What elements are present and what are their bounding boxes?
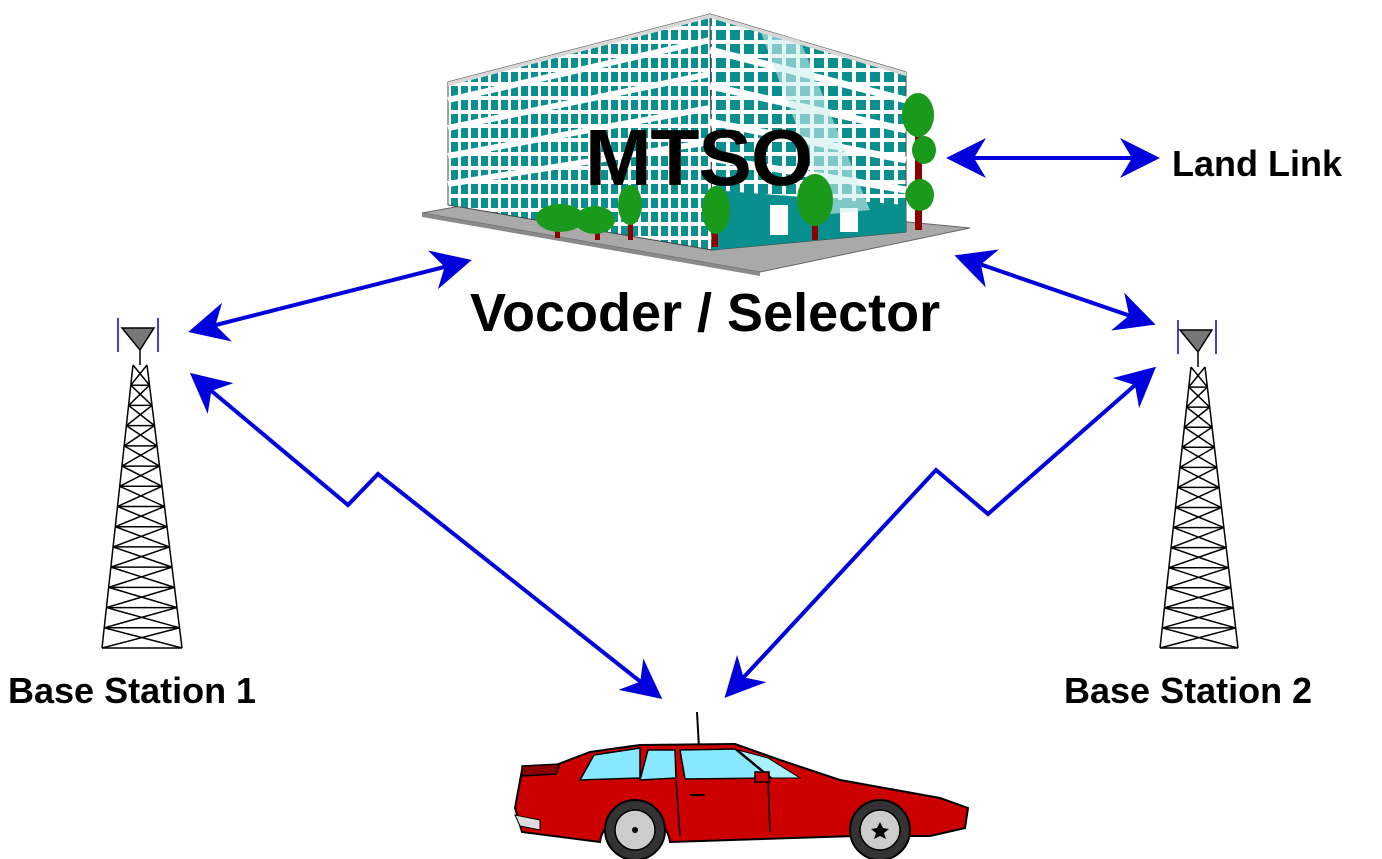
vocoder-selector-label: Vocoder / Selector (470, 283, 941, 343)
tree-icon (902, 93, 936, 230)
car-icon (513, 711, 970, 859)
tree-icon (702, 186, 730, 247)
bs2-mobile-radio-arrow (724, 366, 1157, 698)
base-station-2-label: Base Station 2 (1064, 670, 1313, 711)
land-link-label: Land Link (1172, 143, 1342, 184)
radio-tower-icon (1159, 320, 1239, 649)
office-building-icon (421, 13, 971, 276)
mtso-label: MTSO (585, 113, 813, 202)
mtso-bs2-arrow (954, 249, 1156, 331)
radio-tower-icon (101, 318, 183, 649)
bs1-mobile-radio-arrow (189, 372, 663, 699)
mtso-bs1-arrow (188, 250, 472, 342)
base-station-1-label: Base Station 1 (8, 670, 257, 711)
tree-icon (536, 204, 615, 240)
tree-icon (618, 185, 642, 240)
tree-icon (797, 174, 833, 240)
